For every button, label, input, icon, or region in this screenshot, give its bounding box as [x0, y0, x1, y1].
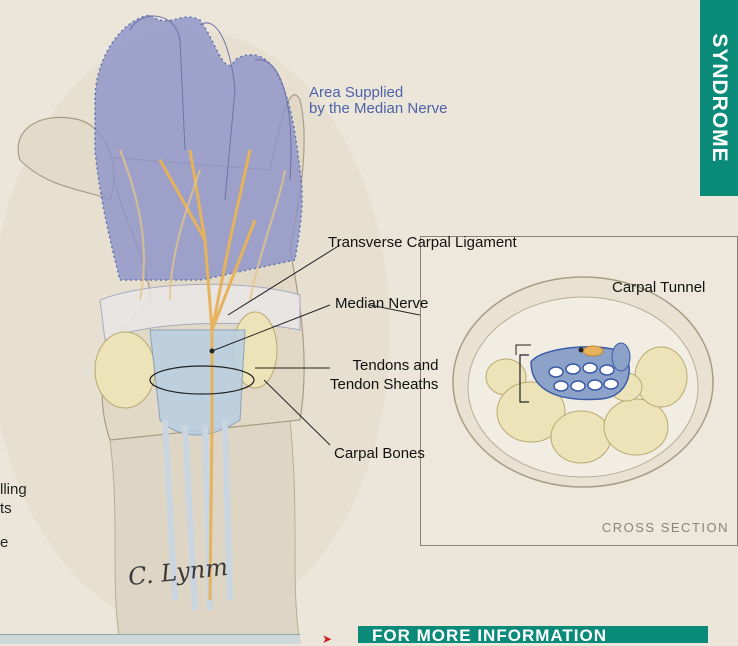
side-tab: SYNDROME	[700, 0, 738, 196]
label-tendons: Tendons and Tendon Sheaths	[330, 356, 438, 394]
label-carpal-tunnel: Carpal Tunnel	[612, 279, 705, 297]
body-text-fragment: lling	[0, 481, 27, 498]
more-info-heading: FOR MORE INFORMATION	[372, 626, 607, 643]
more-info-banner: FOR MORE INFORMATION	[358, 626, 708, 643]
cross-section-caption: CROSS SECTION	[602, 520, 729, 535]
label-median-nerve: Median Nerve	[335, 295, 428, 313]
body-text-fragment: e	[0, 534, 8, 551]
arrow-icon: ➤	[322, 632, 332, 646]
body-text-fragment: ts	[0, 500, 12, 517]
label-carpal-bones: Carpal Bones	[334, 445, 425, 463]
label-area-supplied: Area Supplied by the Median Nerve	[309, 85, 447, 117]
side-tab-text: SYNDROME	[707, 33, 731, 162]
label-transverse-carpal-ligament: Transverse Carpal Ligament	[328, 234, 517, 252]
